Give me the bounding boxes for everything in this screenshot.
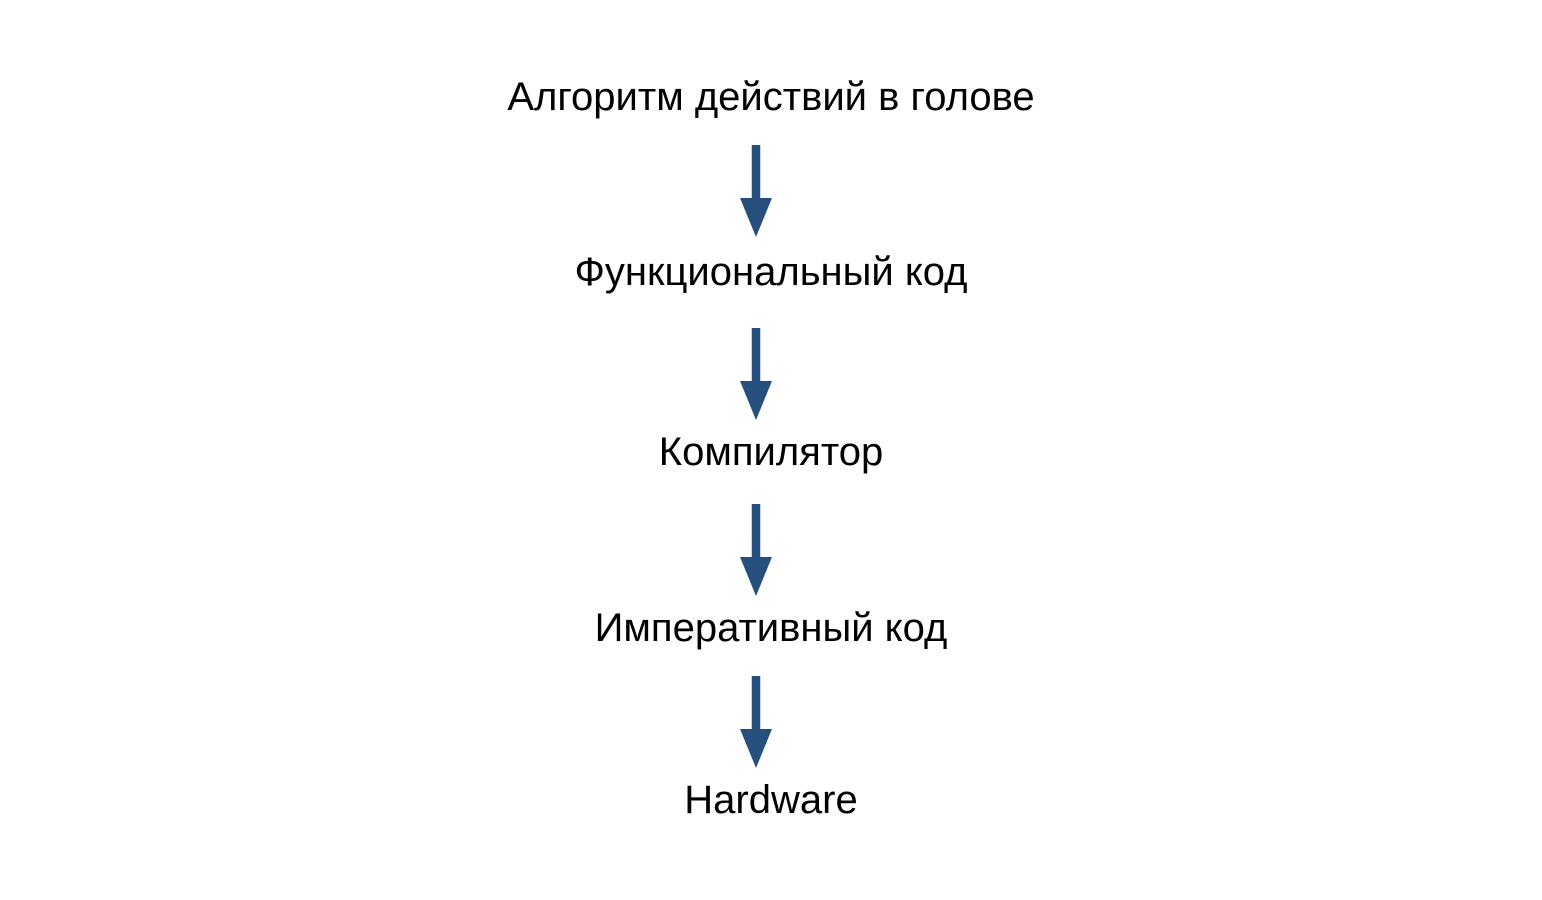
node-hardware: Hardware (684, 778, 858, 822)
node-algorithm-in-head: Алгоритм действий в голове (507, 75, 1035, 119)
down-arrow-icon (740, 328, 772, 420)
node-compiler: Компилятор (658, 430, 884, 474)
down-arrow-icon (740, 504, 772, 596)
node-imperative-code: Императивный код (594, 606, 948, 650)
down-arrow-icon (740, 145, 772, 237)
node-functional-code: Функциональный код (574, 250, 968, 294)
down-arrow-icon (740, 676, 772, 768)
